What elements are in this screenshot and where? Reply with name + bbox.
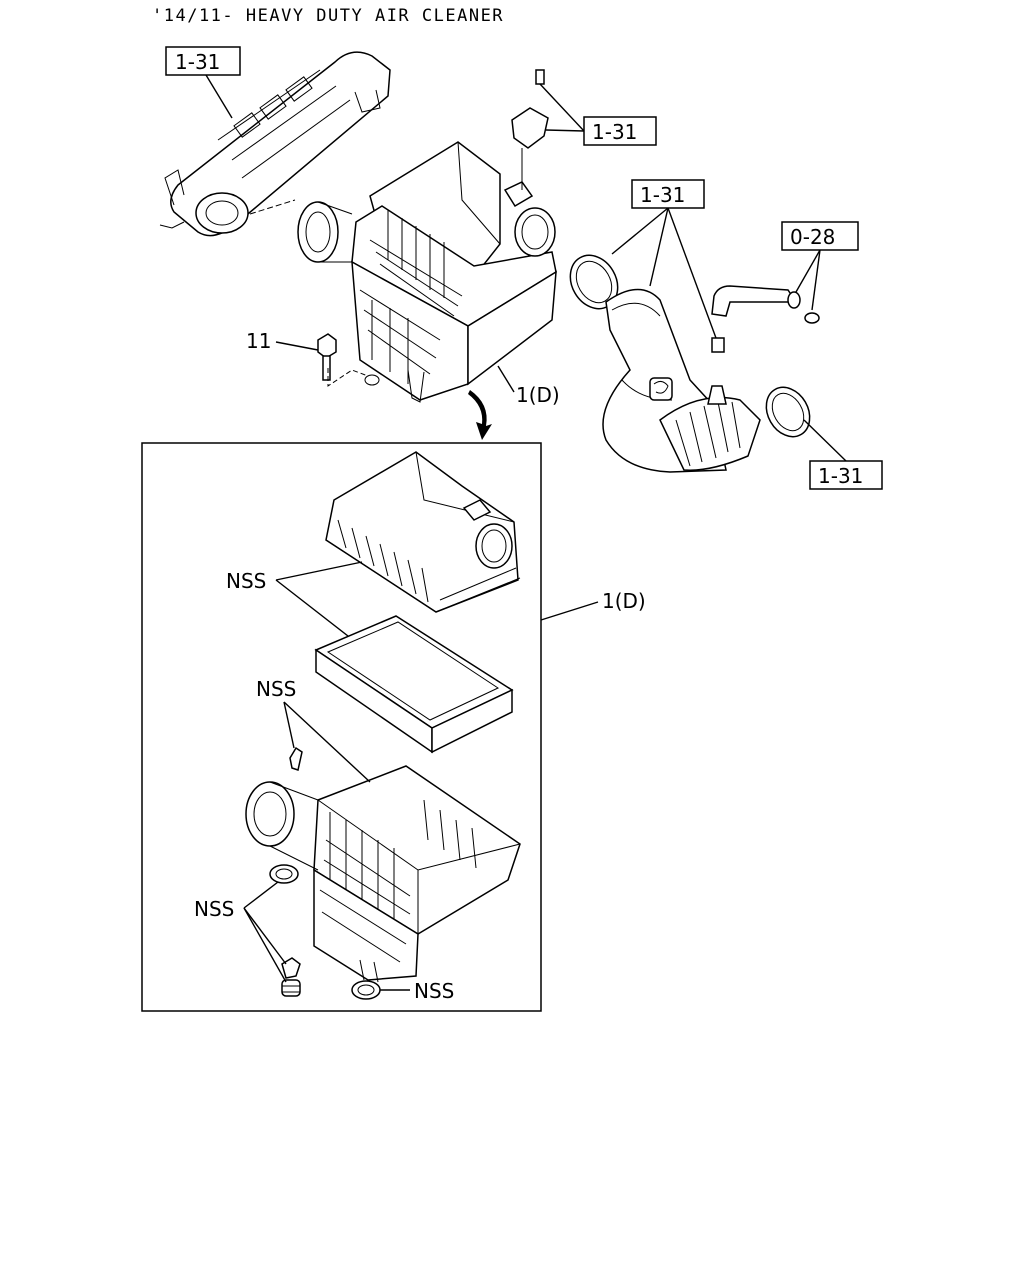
- callout-nss-cover: NSS: [226, 561, 363, 637]
- callout-intake-duct: 1-31: [165, 46, 241, 119]
- callout-clamp: 1-31: [803, 419, 883, 490]
- callout-label: 1-31: [175, 50, 220, 74]
- sensor: [511, 69, 549, 190]
- air-cleaner-assembly-top: [297, 141, 557, 403]
- filter-element: [314, 615, 514, 754]
- diagram-title: '14/11- HEAVY DUTY AIR CLEANER: [152, 6, 504, 26]
- callout-label: 1(D): [602, 589, 646, 613]
- intake-duct: [159, 51, 391, 237]
- hose-clamp: [765, 386, 811, 438]
- vent-hose: [711, 285, 820, 324]
- callout-label: NSS: [256, 677, 296, 701]
- callout-nss-clip: NSS: [256, 677, 371, 783]
- callout-label: 0-28: [790, 225, 835, 249]
- callout-assembly-top: 1(D): [497, 365, 560, 407]
- clip: [289, 746, 303, 771]
- callout-nss-grommets: NSS: [194, 881, 287, 983]
- callout-label: NSS: [414, 979, 454, 1003]
- grommets: [269, 864, 381, 1000]
- callout-label: 1-31: [640, 183, 685, 207]
- callout-label: NSS: [226, 569, 266, 593]
- callout-bolt: 11: [246, 329, 319, 353]
- cover-exploded: [325, 451, 521, 613]
- callout-label: 11: [246, 329, 271, 353]
- outlet-hose: [569, 254, 761, 473]
- callout-label: 1(D): [516, 383, 560, 407]
- callout-label: 1-31: [818, 464, 863, 488]
- callout-label: NSS: [194, 897, 234, 921]
- lower-case: [245, 765, 521, 983]
- callout-sensor: 1-31: [539, 83, 657, 146]
- callout-outlet-hose: 1-31: [611, 179, 717, 339]
- bolt: [317, 333, 369, 387]
- callout-vent-hose: 0-28: [781, 221, 859, 311]
- detail-arrow: [468, 390, 492, 440]
- callout-nss-grommet-bottom: NSS: [380, 979, 454, 1003]
- callout-label: 1-31: [592, 120, 637, 144]
- callout-assembly-detail: 1(D): [540, 589, 646, 621]
